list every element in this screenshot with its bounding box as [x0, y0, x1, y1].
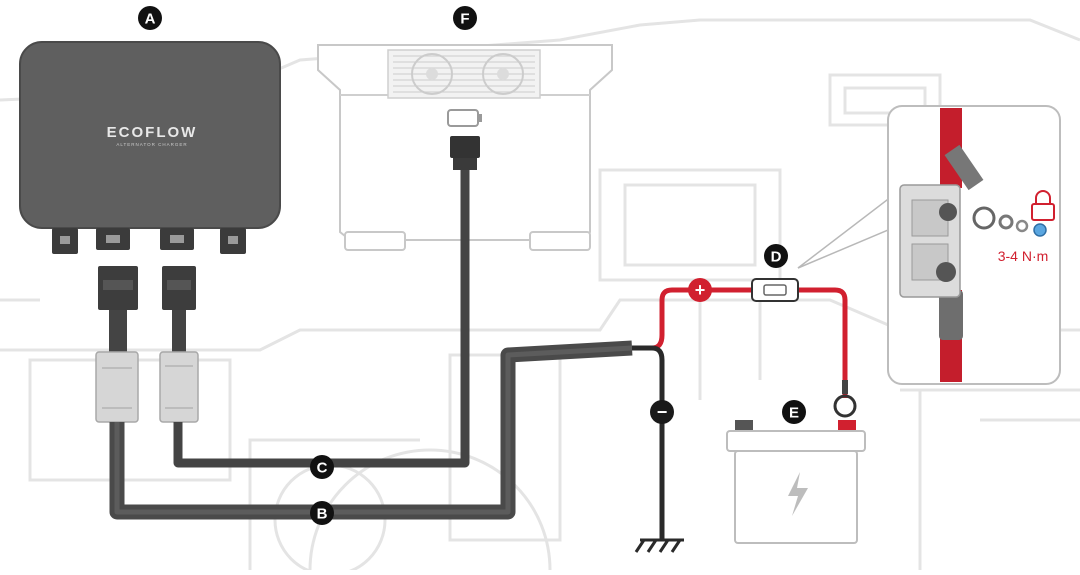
battery-icon: [447, 109, 482, 127]
brand-logo: ECOFLOW: [107, 124, 198, 141]
label-f: F: [453, 6, 477, 30]
negative-sign: −: [657, 402, 668, 422]
negative-marker: −: [650, 400, 674, 424]
brand-subtitle: ALTERNATOR CHARGER: [116, 142, 187, 147]
charger-ports: [52, 228, 246, 254]
nut: [1033, 223, 1047, 237]
label-e: E: [782, 400, 806, 424]
detail-inset: 3-4 N·m: [887, 105, 1061, 385]
input-port: [450, 136, 480, 158]
svg-text:D: D: [771, 249, 782, 266]
label-c: C: [310, 455, 334, 479]
washer: [998, 214, 1014, 230]
positive-sign: +: [695, 280, 706, 300]
positive-wire: [632, 287, 857, 418]
ground-icon: [634, 538, 684, 553]
positive-marker: +: [688, 278, 712, 302]
svg-text:B: B: [317, 506, 328, 523]
callout-lines: [797, 189, 901, 269]
negative-wire: [632, 345, 684, 553]
lightning-icon: [788, 472, 808, 516]
label-b: B: [310, 501, 334, 525]
label-a: A: [138, 6, 162, 30]
svg-text:E: E: [789, 405, 799, 422]
fuse-d: [751, 278, 799, 302]
ring-terminal: [833, 394, 857, 418]
torque-spec: 3-4 N·m: [998, 248, 1049, 264]
cable-b: [95, 266, 633, 520]
label-d: D: [764, 244, 788, 268]
svg-text:C: C: [317, 460, 328, 477]
spring-washer: [1015, 219, 1029, 233]
starter-battery-e: [726, 420, 866, 544]
lock-icon: [1031, 190, 1055, 221]
fan-icon: [482, 53, 524, 95]
fan-icon: [411, 53, 453, 95]
power-station-f: [317, 44, 613, 251]
ring-terminal: [972, 206, 996, 230]
alternator-charger-a: ECOFLOW ALTERNATOR CHARGER: [19, 41, 281, 254]
svg-text:F: F: [460, 11, 469, 28]
svg-text:A: A: [145, 11, 156, 28]
